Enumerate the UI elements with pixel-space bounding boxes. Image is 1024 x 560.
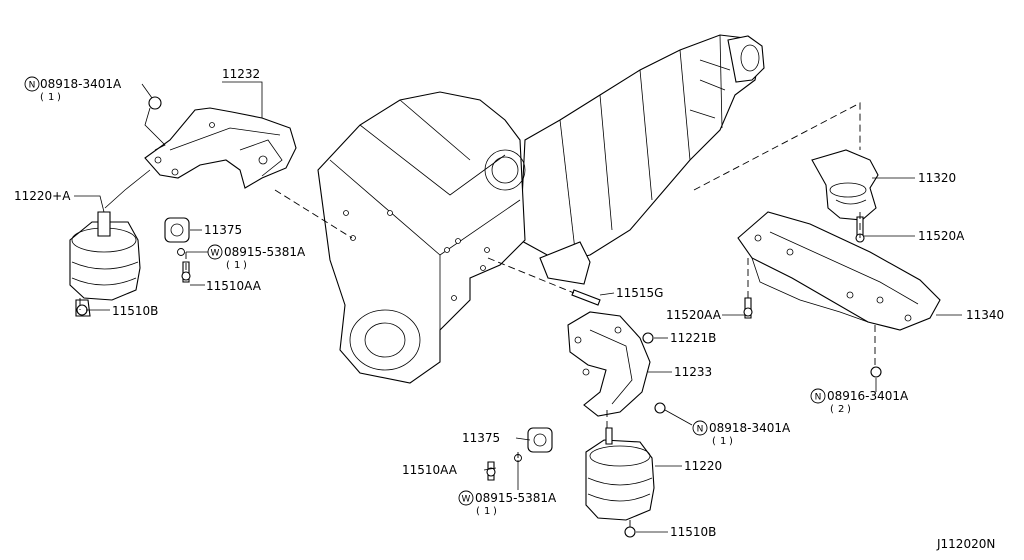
engine-mount-bracket-right: [567, 311, 666, 417]
part-label-11510aa-left: 11510AA: [206, 279, 262, 293]
part-label-11375-right: 11375: [462, 431, 500, 445]
part-label-11320: 11320: [918, 171, 956, 185]
quantity: 1: [234, 260, 240, 271]
callout-08918-3401a-right: N 08918-3401A ( 1 ): [692, 420, 791, 447]
part-number: 08915-5381A: [224, 245, 306, 259]
quantity-open: (: [226, 260, 230, 271]
part-label-11510b-left: 11510B: [112, 304, 158, 318]
quantity-close: ): [493, 506, 497, 517]
washer-symbol: W: [211, 249, 220, 259]
part-label-11520a: 11520A: [918, 229, 965, 243]
callout-08916-3401a-right: N 08916-3401A ( 2 ): [810, 388, 909, 415]
part-number: 08918-3401A: [709, 421, 791, 435]
engine-drawing: [317, 91, 526, 384]
engine-mount-insulator-right: [486, 427, 655, 538]
quantity-close: ): [847, 404, 851, 415]
rear-mount-insulator: [811, 149, 879, 243]
washer-symbol: W: [462, 495, 471, 505]
transmission-drawing: [519, 34, 765, 285]
part-label-11520aa: 11520AA: [666, 308, 722, 322]
part-number: 08916-3401A: [827, 389, 909, 403]
left-small-parts: [148, 96, 191, 283]
quantity-close: ): [57, 92, 61, 103]
nut-symbol: N: [697, 425, 704, 435]
part-number: 08918-3401A: [40, 77, 122, 91]
part-label-11510aa-right: 11510AA: [402, 463, 458, 477]
callout-08915-5381a-left: W 08915-5381A ( 1 ): [207, 244, 306, 271]
quantity-open: (: [476, 506, 480, 517]
part-label-11340: 11340: [966, 308, 1004, 322]
reference-lines: [74, 81, 962, 533]
quantity-close: ): [729, 436, 733, 447]
quantity-open: (: [40, 92, 44, 103]
part-label-11221b: 11221B: [670, 331, 716, 345]
quantity: 2: [838, 404, 844, 415]
part-label-11220: 11220: [684, 459, 722, 473]
nut-symbol: N: [29, 81, 36, 91]
stud-11515g: [571, 289, 601, 306]
engine-mount-bracket-left: [144, 107, 297, 189]
diagram-code: J112020N: [936, 537, 995, 551]
callout-08915-5381a-right: W 08915-5381A ( 1 ): [458, 490, 557, 517]
nut-symbol: N: [815, 393, 822, 403]
part-label-11220a: 11220+A: [14, 189, 71, 203]
quantity-open: (: [712, 436, 716, 447]
engine-mount-insulator-left: [69, 211, 141, 317]
part-label-11375-left: 11375: [204, 223, 242, 237]
part-label-11515g: 11515G: [616, 286, 663, 300]
rear-crossmember: [737, 211, 941, 378]
part-label-11510b-right: 11510B: [670, 525, 716, 539]
callout-08918-3401a-top-left: N 08918-3401A ( 1 ): [24, 76, 122, 103]
quantity: 1: [48, 92, 54, 103]
quantity: 1: [720, 436, 726, 447]
part-label-11233: 11233: [674, 365, 712, 379]
quantity-close: ): [243, 260, 247, 271]
quantity: 1: [484, 506, 490, 517]
part-number: 08915-5381A: [475, 491, 557, 505]
quantity-open: (: [830, 404, 834, 415]
part-label-11232: 11232: [222, 67, 260, 81]
